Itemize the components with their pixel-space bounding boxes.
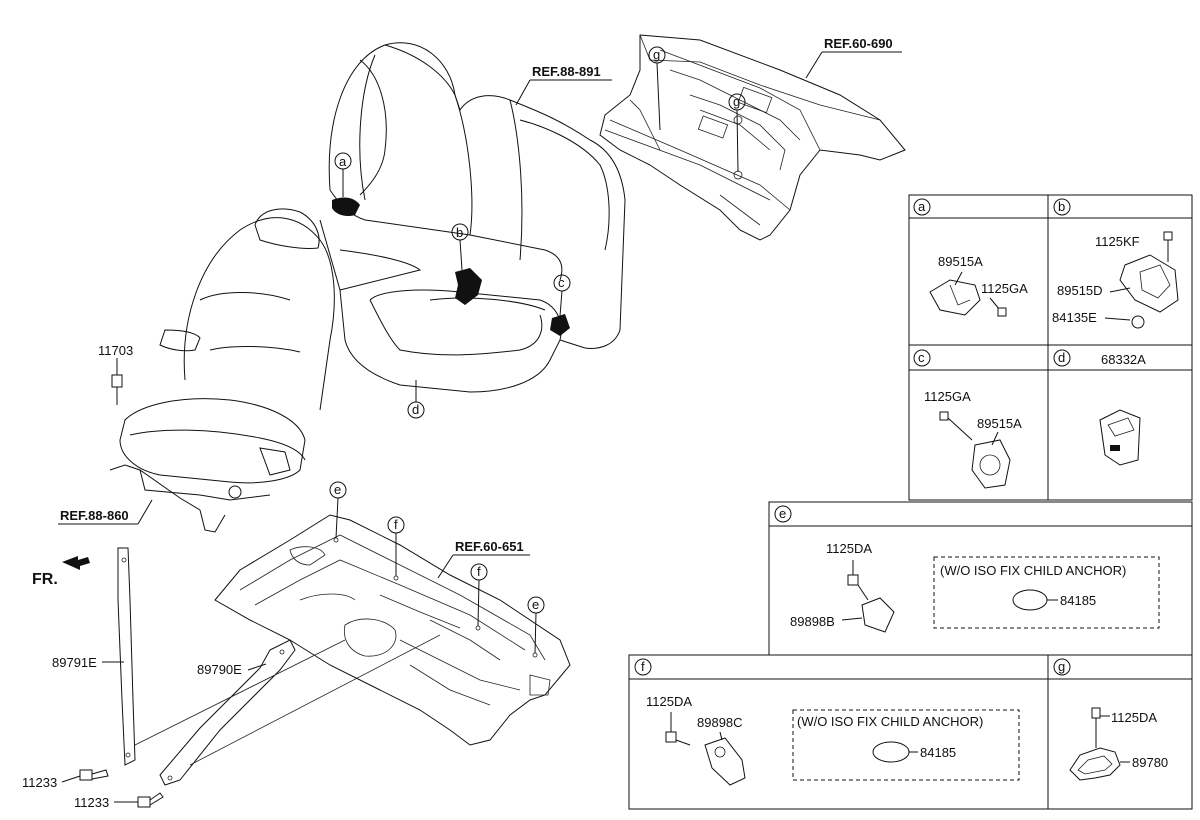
seat-anchor-c <box>550 314 570 336</box>
brace-89791E <box>117 547 136 766</box>
panel-c-part2: 89515A <box>977 416 1022 431</box>
svg-text:d: d <box>1058 350 1065 365</box>
brace-89790E <box>159 639 296 786</box>
panel-b-part2: 89515D <box>1057 283 1103 298</box>
panel-g-part2: 89780 <box>1132 755 1168 770</box>
floor-pan-drawing <box>214 514 571 746</box>
svg-text:g: g <box>733 94 740 109</box>
callout-g-upper: g <box>648 46 666 131</box>
panel-f-note: (W/O ISO FIX CHILD ANCHOR) <box>797 714 983 729</box>
rear-panel-drawing <box>599 34 906 241</box>
callout-f-right: f <box>470 563 488 627</box>
panel-b-part3: 84135E <box>1052 310 1097 325</box>
panel-a-part2: 1125GA <box>981 281 1028 296</box>
callout-e-right: e <box>527 596 545 654</box>
svg-text:c: c <box>558 275 565 290</box>
detail-panel-c: c 1125GA 89515A <box>913 349 1022 489</box>
part-89791E: 89791E <box>52 655 97 670</box>
ref-front-seat: REF.88-860 <box>60 508 129 523</box>
panel-e-note: (W/O ISO FIX CHILD ANCHOR) <box>940 563 1126 578</box>
panel-e-part2: 89898B <box>790 614 835 629</box>
part-11233-b: 11233 <box>74 795 109 810</box>
callout-g-lower: g <box>728 93 746 173</box>
svg-text:f: f <box>641 659 645 674</box>
panel-b-part1: 1125KF <box>1095 234 1140 249</box>
panel-e-part3: 84185 <box>1060 593 1096 608</box>
ref-floor: REF.60-651 <box>455 539 524 554</box>
bolt-11703 <box>111 374 123 405</box>
ref-rear-panel: REF.60-690 <box>824 36 893 51</box>
svg-text:a: a <box>918 199 926 214</box>
svg-text:g: g <box>653 47 660 62</box>
panel-g-part1: 1125DA <box>1111 710 1157 725</box>
svg-text:e: e <box>779 506 786 521</box>
front-direction-arrow-icon <box>62 556 90 570</box>
detail-panel-d: d 68332A <box>1053 349 1146 466</box>
panel-c-part1: 1125GA <box>924 389 971 404</box>
ref-seatback: REF.88-891 <box>532 64 601 79</box>
panel-f-part1: 1125DA <box>646 694 692 709</box>
bolt-11233-b <box>137 792 164 808</box>
seat-anchor-a <box>332 197 360 217</box>
front-direction-label: FR. <box>32 571 58 588</box>
callout-c: c <box>553 274 571 317</box>
panel-f-part2: 89898C <box>697 715 743 730</box>
front-seat-drawing <box>109 208 335 533</box>
callout-b: b <box>451 223 469 271</box>
svg-text:g: g <box>1058 659 1065 674</box>
detail-panel-a: a 89515A 1125GA <box>913 198 1028 317</box>
callout-e-left: e <box>329 481 347 539</box>
callout-a: a <box>334 152 352 197</box>
panel-e-part1: 1125DA <box>826 541 872 556</box>
svg-text:f: f <box>394 517 398 532</box>
svg-text:a: a <box>339 154 347 169</box>
panel-a-part1: 89515A <box>938 254 983 269</box>
panel-d-part1: 68332A <box>1101 352 1146 367</box>
svg-text:f: f <box>477 564 481 579</box>
svg-text:e: e <box>532 597 539 612</box>
svg-text:b: b <box>456 225 463 240</box>
part-11703: 11703 <box>98 343 133 358</box>
seat-anchor-b <box>455 268 482 305</box>
detail-grid-abcd <box>908 194 1193 501</box>
panel-f-part3: 84185 <box>920 745 956 760</box>
detail-panel-g: g 1125DA 89780 <box>1047 654 1193 810</box>
detail-panel-e: e 1125DA 89898B (W/O ISO FIX CHILD ANCHO… <box>768 501 1193 656</box>
part-11233-a: 11233 <box>22 775 57 790</box>
detail-panel-f: f 1125DA 89898C (W/O ISO FIX CHILD ANCHO… <box>628 654 1049 810</box>
detail-panel-b: b 1125KF 89515D 84135E <box>1052 198 1179 329</box>
svg-text:b: b <box>1058 199 1065 214</box>
part-89790E: 89790E <box>197 662 242 677</box>
svg-text:c: c <box>918 350 925 365</box>
bolt-11233-a <box>79 769 109 781</box>
svg-text:e: e <box>334 482 341 497</box>
callout-d: d <box>407 380 425 419</box>
svg-text:d: d <box>412 402 419 417</box>
callout-f-left: f <box>387 516 405 576</box>
rear-seat-back-drawing <box>319 42 626 393</box>
